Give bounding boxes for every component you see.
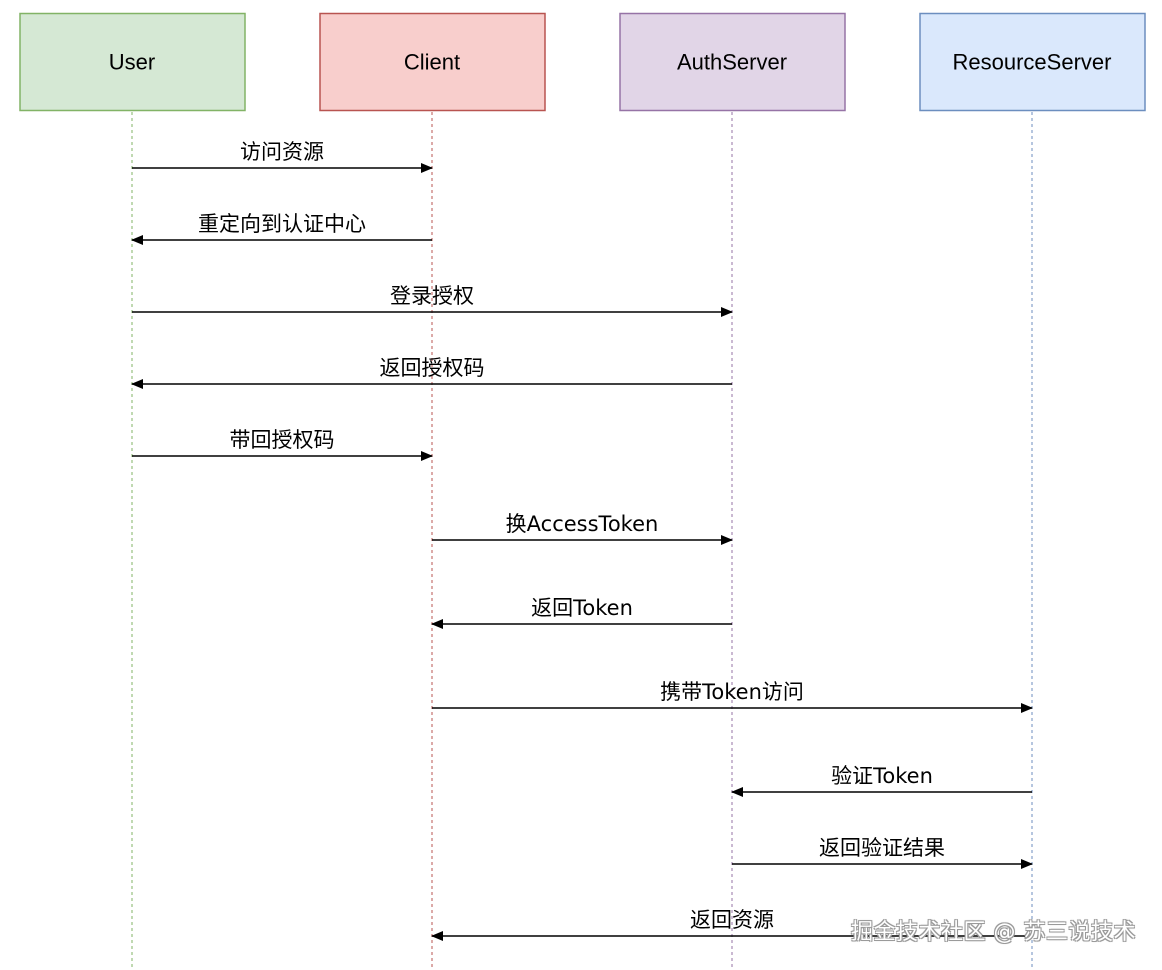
participant-box-resourceserver <box>919 12 1146 112</box>
participant-box-authserver <box>619 12 846 112</box>
message-label: 登录授权 <box>390 284 474 308</box>
message-label: 返回资源 <box>690 908 774 932</box>
participant-boxes: User Client AuthServer ResourceServer <box>19 12 1146 112</box>
message-label: 重定向到认证中心 <box>198 212 366 236</box>
message-label: 换AccessToken <box>506 512 659 536</box>
message-label: 访问资源 <box>240 140 324 164</box>
participant-box-client <box>319 12 546 112</box>
message-label: 携带Token访问 <box>660 680 804 704</box>
watermark-text: 掘金技术社区 @ 苏三说技术 <box>851 920 1136 945</box>
participant-label-user: User <box>109 50 155 75</box>
message-label: 带回授权码 <box>230 428 335 452</box>
participant-box-user <box>19 12 246 112</box>
message-label: 返回授权码 <box>380 356 485 380</box>
message-label: 验证Token <box>831 764 933 788</box>
participant-label-authserver: AuthServer <box>677 50 787 75</box>
participant-label-client: Client <box>404 50 460 75</box>
message-label: 返回Token <box>531 596 633 620</box>
message-label: 返回验证结果 <box>819 836 945 860</box>
participant-label-resourceserver: ResourceServer <box>953 50 1112 75</box>
